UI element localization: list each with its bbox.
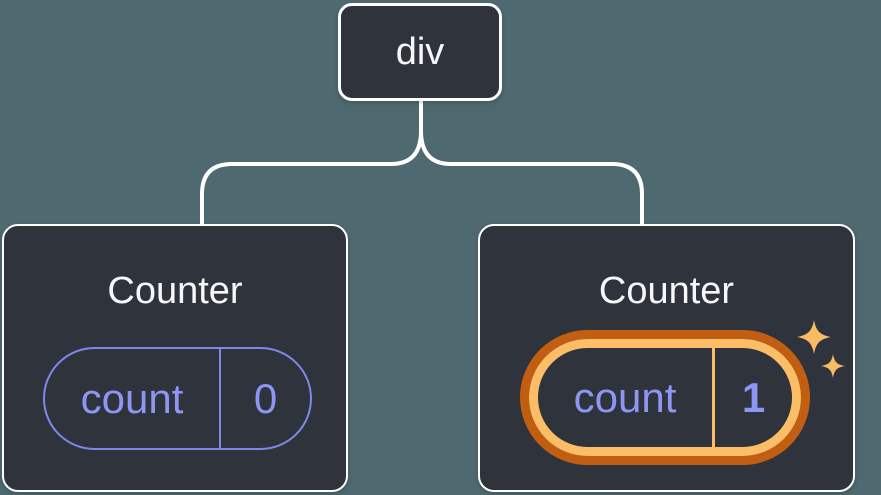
counter-title: Counter xyxy=(107,270,243,312)
state-pill: count 0 xyxy=(43,347,312,450)
state-key: count xyxy=(573,373,677,421)
counter-card-right: Counter count 1 xyxy=(478,224,855,492)
counter-title: Counter xyxy=(598,270,735,312)
state-pill-highlighted: count 1 xyxy=(520,330,810,465)
state-value: 1 xyxy=(712,348,792,447)
state-pill-highlight-ring: count 1 xyxy=(529,339,801,456)
sparkles-icon xyxy=(797,320,845,378)
counter-card-left: Counter count 0 xyxy=(2,224,348,492)
root-node-div: div xyxy=(338,3,502,101)
state-value: 0 xyxy=(219,349,310,448)
root-node-label: div xyxy=(395,31,445,73)
state-key: count xyxy=(80,374,184,422)
